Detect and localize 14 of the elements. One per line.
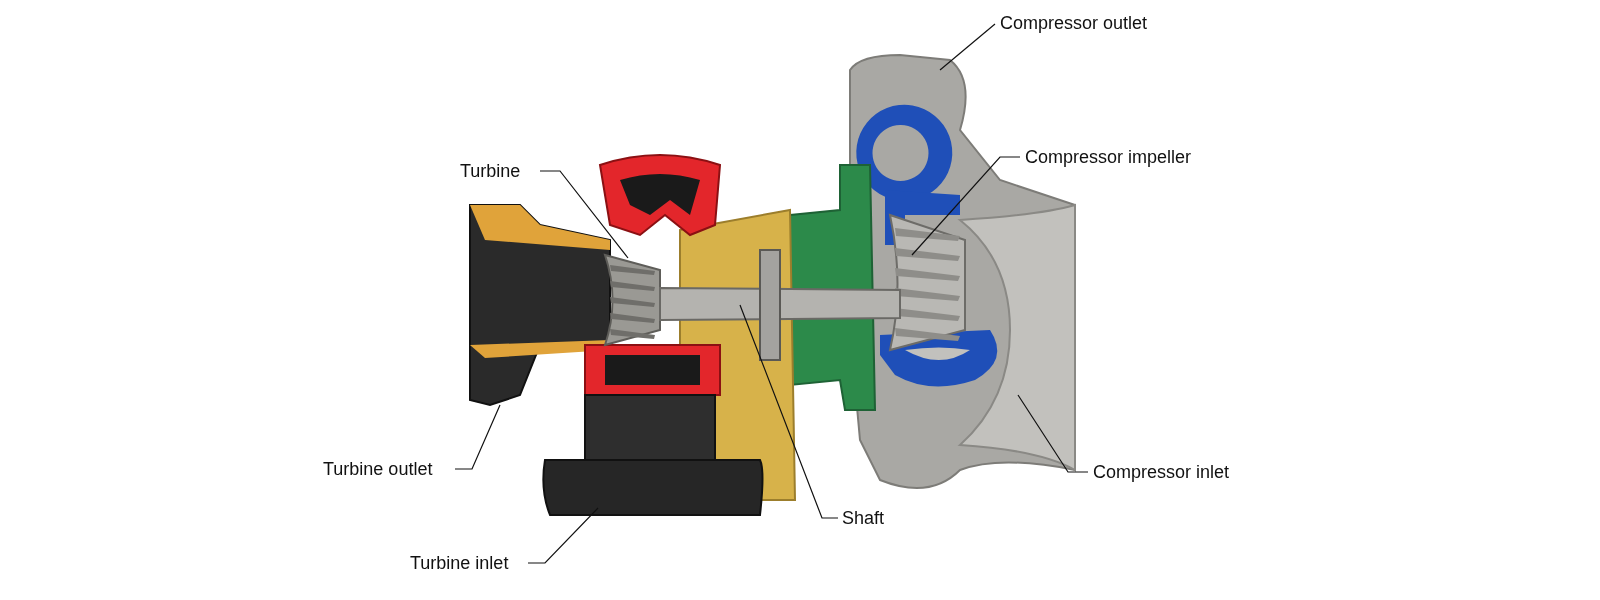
leader-line xyxy=(939,23,996,71)
part-label: Shaft xyxy=(842,507,885,529)
leader-line xyxy=(454,404,501,470)
part-label: Compressor outlet xyxy=(1000,12,1148,34)
leader-line xyxy=(1017,394,1089,473)
part-label: Compressor inlet xyxy=(1093,461,1230,483)
leader-line xyxy=(539,170,629,259)
part-label: Turbine inlet xyxy=(410,552,509,574)
part-label: Turbine xyxy=(460,160,521,182)
part-label: Turbine outlet xyxy=(323,458,433,480)
leader-line xyxy=(527,507,599,564)
leader-line xyxy=(911,156,1021,256)
leader-line xyxy=(739,304,839,519)
part-label: Compressor impeller xyxy=(1025,146,1192,168)
